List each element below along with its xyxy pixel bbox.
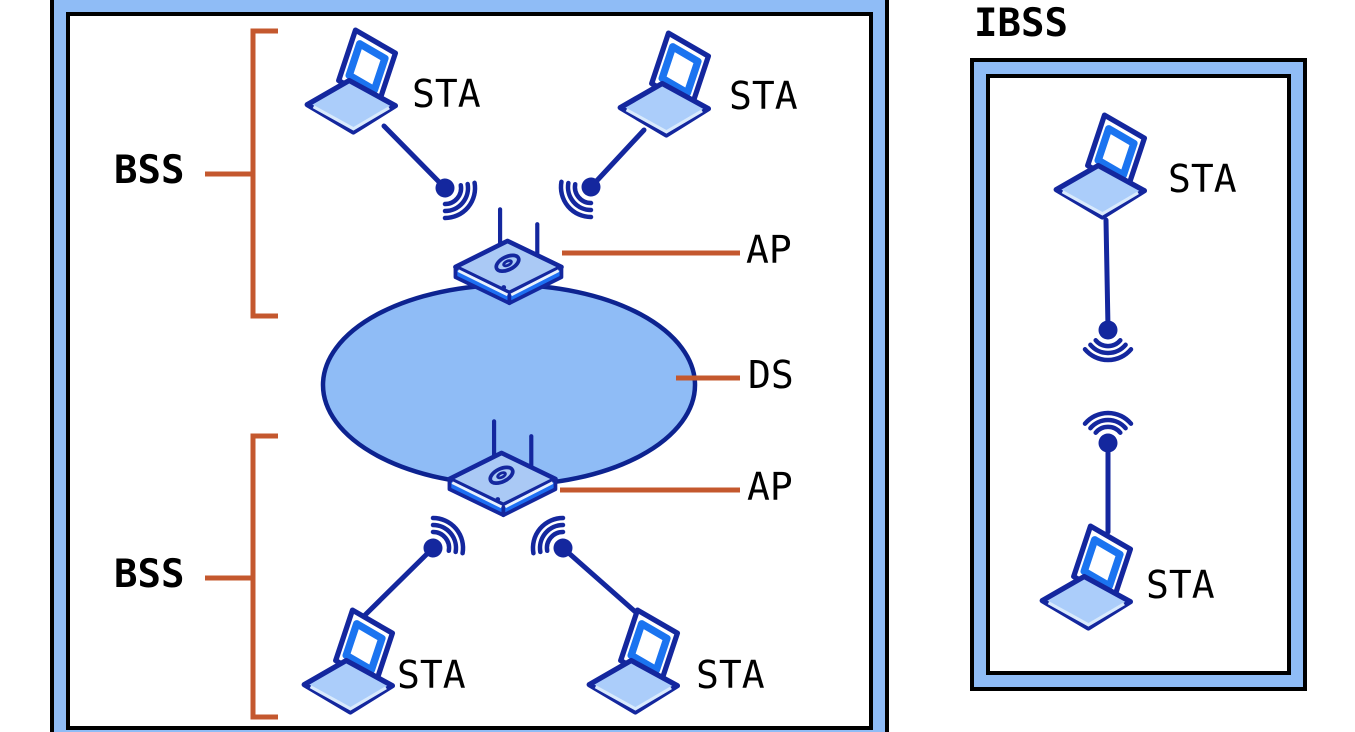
- ap-label-top: AP: [746, 228, 792, 272]
- bss-label-bottom: BSS: [114, 552, 185, 597]
- sta-label-top-left: STA: [412, 72, 481, 116]
- sta-label-ibss-bottom: STA: [1146, 563, 1215, 607]
- bss-label-top: BSS: [114, 148, 185, 193]
- ibss-title: IBSS: [974, 1, 1068, 46]
- ibss-panel-canvas: [986, 74, 1291, 675]
- sta-label-top-right: STA: [729, 74, 798, 118]
- sta-label-bottom-right: STA: [696, 653, 765, 697]
- ds-label: DS: [748, 353, 794, 397]
- ibss-panel-frame: [970, 58, 1307, 691]
- sta-label-bottom-left: STA: [397, 653, 466, 697]
- ap-label-bottom: AP: [747, 465, 793, 509]
- sta-label-ibss-top: STA: [1168, 157, 1237, 201]
